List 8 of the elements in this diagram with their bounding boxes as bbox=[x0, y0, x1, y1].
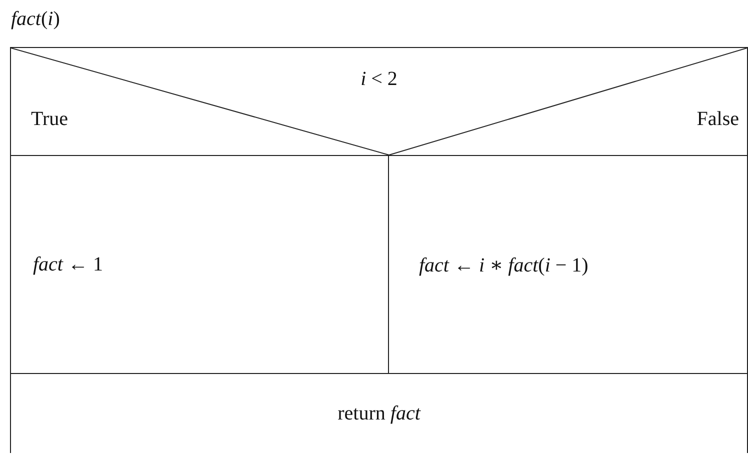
statement-text: fact ← i ∗ fact(i − 1) bbox=[419, 253, 588, 277]
condition-text: i < 2 bbox=[360, 68, 398, 91]
branch-label: False bbox=[696, 108, 739, 131]
function-title: fact(i) bbox=[11, 8, 60, 31]
branch-label: True bbox=[31, 108, 68, 131]
return-statement: return fact bbox=[338, 402, 420, 426]
statement-text: fact ← 1 bbox=[33, 253, 103, 276]
statement-block bbox=[11, 156, 389, 374]
